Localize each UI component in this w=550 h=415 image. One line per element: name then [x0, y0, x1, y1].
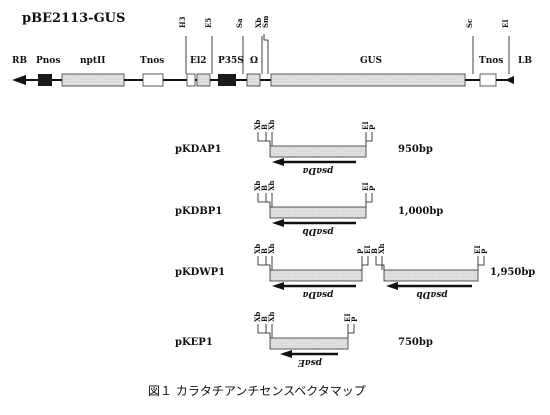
site-label: B: [260, 316, 269, 322]
site-label: B: [260, 185, 269, 191]
site-ticks: [257, 256, 485, 270]
label-rb: RB: [12, 56, 27, 66]
construct-size: 1,950bp: [490, 267, 535, 278]
site-label: Xh: [267, 180, 276, 191]
insert-box: [269, 206, 367, 219]
site-label: EI: [361, 182, 370, 191]
site-sm: Sm: [261, 15, 270, 28]
lb-end-marker: [505, 76, 514, 84]
gene-label: psaDb: [302, 226, 333, 236]
site-label: EI: [361, 121, 370, 130]
el2-box-b: [196, 73, 211, 87]
insert-box-b: [383, 269, 479, 282]
site-label: Xb: [253, 120, 262, 130]
label-omega: Ω: [250, 56, 258, 66]
label-pnos: Pnos: [36, 56, 60, 66]
gene-label: psaDa: [302, 289, 333, 299]
label-lb: LB: [518, 56, 532, 66]
construct-pkdbp1: pKDBP1 1,000bp Xb B Xh EI P psaDb: [175, 180, 443, 236]
site-e5: E5: [204, 18, 213, 28]
label-tnos1: Tnos: [140, 56, 164, 66]
figure-caption: 図１ カラタチアンチセンスベクタマップ: [148, 384, 366, 398]
site-label: B: [260, 248, 269, 254]
plasmid-title: pBE2113-GUS: [22, 11, 125, 26]
arrow-head-icon: [386, 282, 398, 290]
el2-box-a: [186, 73, 196, 87]
construct-name: pKEP1: [175, 337, 213, 348]
site-label: B: [260, 124, 269, 130]
site-label: Xh: [267, 243, 276, 254]
site-ticks: [257, 324, 355, 338]
p35s-box: [218, 74, 236, 86]
site-ticks: [257, 132, 373, 146]
site-label: Xh: [267, 311, 276, 322]
site-label: P: [368, 185, 377, 191]
gene-label: psaE: [298, 357, 322, 367]
site-label: B: [370, 248, 379, 254]
site-sc: Sc: [465, 19, 474, 28]
label-p35s: P35S: [218, 56, 244, 66]
site-label: Xb: [253, 181, 262, 191]
site-ticks: [257, 193, 373, 207]
arrow-head-icon: [280, 350, 292, 358]
label-el2: El2: [190, 56, 207, 66]
construct-size: 1,000bp: [398, 206, 443, 217]
site-label: EI: [343, 313, 352, 322]
pnos-box: [38, 74, 52, 86]
site-sa: Sa: [235, 18, 244, 28]
tnos1-box: [142, 73, 164, 87]
site-label: P: [480, 248, 489, 254]
site-label: P: [350, 316, 359, 322]
site-h3: H3: [178, 16, 187, 28]
construct-name: pKDWP1: [175, 267, 225, 278]
insert-box-a: [269, 269, 363, 282]
label-nptii: nptII: [80, 56, 105, 66]
construct-size: 750bp: [398, 337, 433, 348]
nptii-box: [61, 73, 125, 87]
site-label: Xh: [267, 119, 276, 130]
site-label: EI: [473, 245, 482, 254]
construct-size: 950bp: [398, 144, 433, 155]
omega-box: [246, 73, 261, 87]
gus-box: [270, 73, 466, 87]
construct-pkdap1: pKDAP1 950bp Xb B Xh EI P psaDa: [175, 119, 433, 175]
top-site-ticks: [185, 34, 510, 74]
gene-label: psaDa: [302, 165, 333, 175]
construct-name: pKDBP1: [175, 206, 222, 217]
arrow-head-icon: [272, 158, 284, 166]
construct-name: pKDAP1: [175, 144, 222, 155]
site-label: Xb: [253, 244, 262, 254]
site-xb: Xb: [254, 18, 263, 28]
construct-pkdwp1: pKDWP1 1,950bp Xb B Xh P EI B Xh EI P: [175, 243, 535, 299]
tnos2-box: [479, 73, 497, 87]
site-ei: EI: [501, 19, 510, 28]
site-label: EI: [363, 245, 372, 254]
arrow-head-icon: [272, 282, 284, 290]
insert-box: [269, 145, 367, 158]
insert-box: [269, 337, 349, 350]
site-label: P: [368, 124, 377, 130]
arrow-head-icon: [272, 219, 284, 227]
gene-label-2: psaDb: [416, 289, 447, 299]
site-label: Xb: [253, 312, 262, 322]
label-tnos2: Tnos: [479, 56, 503, 66]
site-label: Xh: [377, 243, 386, 254]
rb-arrow-icon: [12, 75, 26, 85]
construct-pkep1: pKEP1 750bp Xb B Xh EI P psaE: [175, 311, 433, 367]
site-label: P: [356, 248, 365, 254]
label-gus: GUS: [360, 56, 382, 66]
